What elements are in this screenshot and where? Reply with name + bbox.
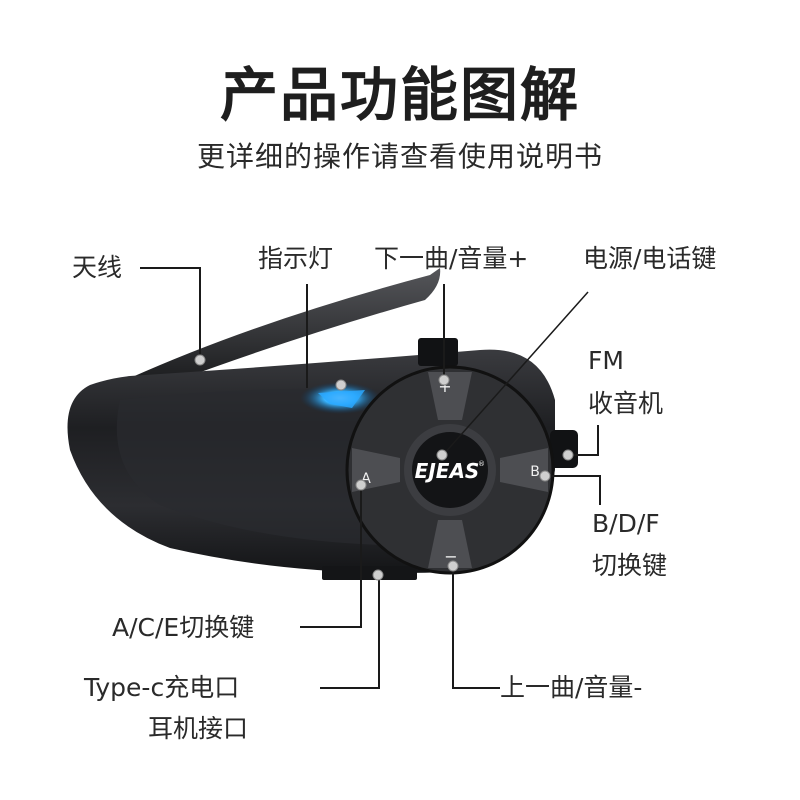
callout-line-power [442, 291, 589, 456]
callout-line-bdf [545, 475, 601, 505]
bottom-port [322, 566, 417, 580]
dot-typec [372, 569, 384, 581]
label-power-phone: 电源/电话键 [583, 244, 717, 273]
label-bdf: B/D/F [592, 509, 660, 538]
label-headset-port: 耳机接口 [148, 714, 249, 743]
top-button [418, 338, 458, 366]
callout-line-antenna [140, 267, 201, 358]
label-typec: Type-c充电口 [84, 673, 240, 702]
brand-logo: EJEAS [415, 459, 480, 483]
page-subtitle: 更详细的操作请查看使用说明书 [196, 140, 603, 173]
svg-text:B: B [530, 464, 540, 480]
dot-next [438, 374, 450, 386]
dot-bdf [539, 470, 551, 482]
dot-prev [447, 560, 459, 572]
page-title: 产品功能图解 [219, 61, 580, 129]
label-next-volume-up: 下一曲/音量+ [374, 244, 529, 273]
label-antenna: 天线 [72, 253, 123, 282]
dot-fm [562, 449, 574, 461]
callout-line-typec [320, 577, 380, 689]
label-fm: FM [588, 346, 624, 375]
svg-text:A: A [361, 471, 371, 487]
label-indicator: 指示灯 [258, 244, 334, 273]
dot-ace [355, 479, 367, 491]
label-ace-switch: A/C/E切换键 [112, 613, 255, 642]
label-bdf-switch: 切换键 [592, 551, 668, 580]
dot-power [436, 449, 448, 461]
callout-line-fm [570, 425, 599, 456]
callout-line-ace [300, 485, 362, 628]
svg-text:®: ® [478, 460, 485, 468]
callout-line-prev [452, 567, 500, 689]
label-prev-volume-down: 上一曲/音量- [500, 673, 643, 702]
dot-indicator [335, 379, 347, 391]
dot-antenna [194, 354, 206, 366]
label-fm-radio: 收音机 [588, 389, 664, 418]
antenna [130, 268, 441, 385]
